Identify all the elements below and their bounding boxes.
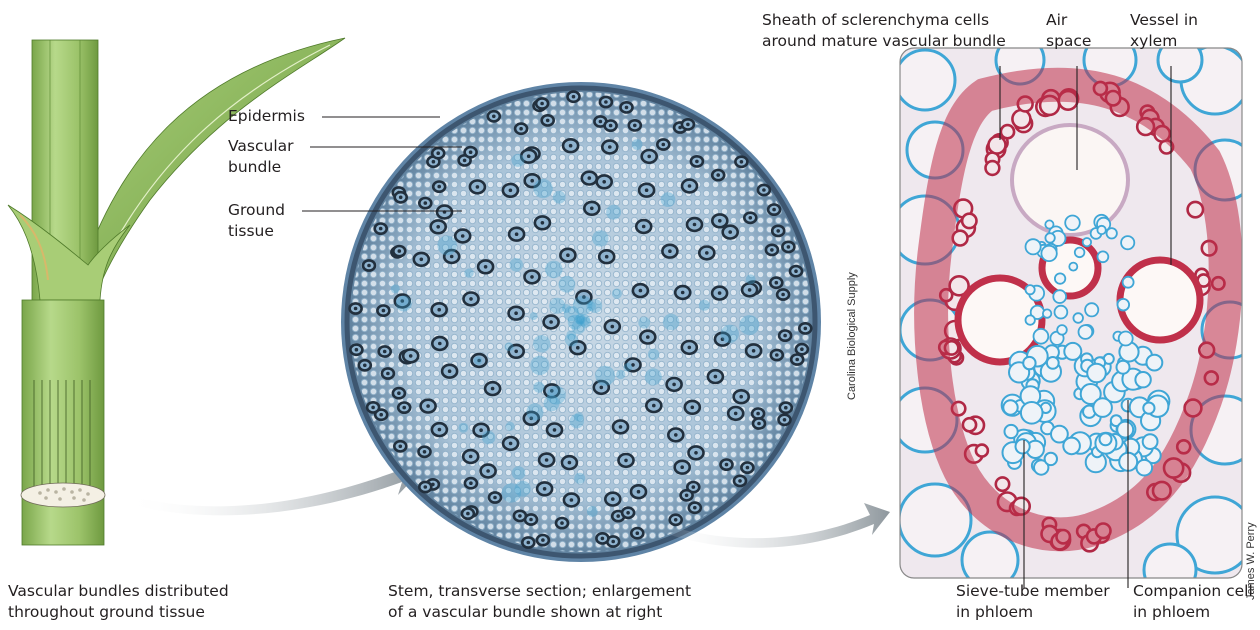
credit-perry: James W. Perry [1245,522,1257,600]
stem-transverse-section [341,82,821,562]
label-vessel-in-xylem: Vessel in xylem [1130,10,1198,52]
label-companion-cell: Companion cell in phloem [1133,581,1253,623]
label-ground-tissue: Ground tissue [228,200,285,242]
vascular-bundle-micrograph [891,34,1259,596]
credit-carolina: Carolina Biological Supply [846,272,858,400]
label-sieve-tube-member: Sieve-tube member in phloem [956,581,1110,623]
stem-cut-surface [21,483,105,507]
arrow-to-section [125,458,420,515]
xylem-vessel-right [1120,260,1200,340]
label-air-space: Air space [1046,10,1091,52]
caption-middle: Stem, transverse section; enlargement of… [388,581,691,623]
leaf-blade [82,38,345,285]
label-vascular-bundle: Vascular bundle [228,136,294,178]
label-epidermis: Epidermis [228,106,305,127]
caption-left: Vascular bundles distributed throughout … [8,581,229,623]
label-sclerenchyma-sheath: Sheath of sclerenchyma cells around matu… [762,10,1006,52]
